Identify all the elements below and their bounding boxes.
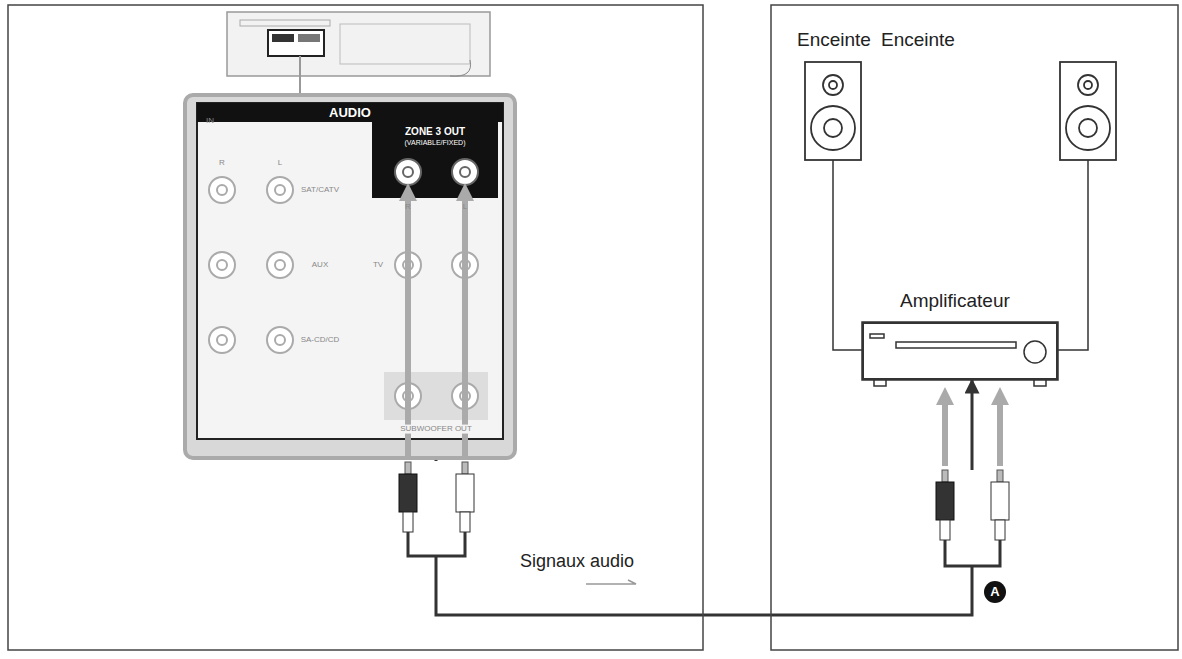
receiver-unit [227, 12, 490, 95]
receiver-unit [298, 34, 320, 42]
zone3-jack [403, 167, 413, 177]
jack-group-label: (VARIABLE/FIXED) [405, 139, 466, 147]
panel-frame [8, 5, 703, 650]
rca-jack [217, 185, 227, 195]
jack-group-label: SUBWOOFER OUT [398, 425, 474, 434]
signal-arrow [586, 580, 636, 584]
amplifier-detail [1024, 341, 1046, 363]
receiver-unit [227, 12, 490, 76]
rear-panel-zoom [372, 122, 498, 198]
amplifier-detail [870, 334, 884, 338]
rca-plug [936, 470, 954, 540]
cable-mask [426, 461, 446, 557]
input-name: AUX [312, 261, 328, 270]
channel-label: R [405, 203, 411, 212]
receiver-unit [272, 34, 294, 42]
insert-arrow [997, 396, 1003, 466]
rca-jack [267, 177, 293, 203]
rca-plug [399, 462, 417, 532]
zone3-jack [460, 167, 470, 177]
receiver-unit [450, 60, 471, 76]
callout-letter: A [984, 581, 1006, 603]
jack-group-label: ZONE 3 OUT [405, 126, 465, 137]
rca-jack [217, 260, 227, 270]
amplifier-detail [862, 322, 1058, 380]
insert-arrow [462, 192, 468, 458]
rear-panel-zoom [185, 95, 515, 458]
rca-plug [408, 532, 465, 556]
speaker-wire [1058, 160, 1088, 350]
speaker [1060, 62, 1116, 160]
rca-plug [456, 462, 474, 532]
rca-plug [945, 540, 1000, 566]
input-name: SAT/CATV [301, 186, 339, 195]
input-name: TV [373, 261, 383, 270]
zone3-jack [452, 159, 478, 185]
rear-panel-zoom [197, 103, 503, 439]
speaker-label: Enceinte [881, 30, 955, 51]
channel-label: L [278, 159, 282, 168]
speaker [1079, 119, 1097, 137]
receiver-unit [299, 56, 301, 95]
speaker [823, 75, 843, 95]
rca-jack [209, 177, 235, 203]
panel-frame [8, 5, 1178, 650]
rca-jack [209, 177, 478, 409]
rca-jack [267, 327, 293, 353]
rear-panel-zoom [185, 95, 515, 458]
rca-jack [275, 335, 285, 345]
rca-jack [267, 252, 293, 278]
amplifier-detail [896, 342, 1016, 348]
speaker [805, 62, 1116, 160]
rca-plug [991, 470, 1009, 540]
receiver-unit [240, 20, 330, 26]
panel-heading: AUDIO [197, 103, 503, 122]
speaker [1078, 75, 1098, 95]
amplifier-detail [862, 322, 1058, 386]
speaker-wire [833, 160, 862, 350]
rca-jack [275, 260, 285, 270]
speaker [1066, 106, 1110, 150]
device-name: Amplificateur [900, 290, 1010, 313]
channel-label: R [219, 159, 225, 168]
rca-jack [217, 335, 227, 345]
insert-arrow [405, 192, 411, 458]
jack-group-label: IN [206, 117, 214, 126]
zone3-jack [395, 159, 478, 185]
speaker [811, 106, 855, 150]
insert-arrow [942, 396, 948, 466]
panel-frame [771, 5, 1178, 650]
signal-arrow [586, 580, 636, 584]
amplifier-detail [874, 380, 886, 386]
receiver-unit [340, 24, 470, 64]
zone3-jack [395, 159, 421, 185]
cable-mask [426, 461, 982, 565]
speaker [1084, 81, 1092, 89]
rca-jack [209, 252, 235, 278]
rca-jack [275, 185, 285, 195]
speaker [829, 81, 837, 89]
rca-plug [399, 462, 1009, 566]
audio-panel: AUDIO [185, 95, 515, 458]
receiver-unit [268, 30, 324, 56]
amplifier-detail [1034, 380, 1046, 386]
speaker [805, 62, 861, 160]
input-name: SA-CD/CD [301, 336, 340, 345]
rear-panel-zoom [384, 372, 488, 420]
channel-label: L [463, 203, 467, 212]
rca-jack [209, 327, 235, 353]
speaker [824, 119, 842, 137]
signal-label: Signaux audio [520, 552, 634, 572]
speaker-label: Enceinte [797, 30, 871, 51]
cable-mask [962, 470, 982, 565]
amplifier-box: Amplificateur [862, 322, 1058, 380]
